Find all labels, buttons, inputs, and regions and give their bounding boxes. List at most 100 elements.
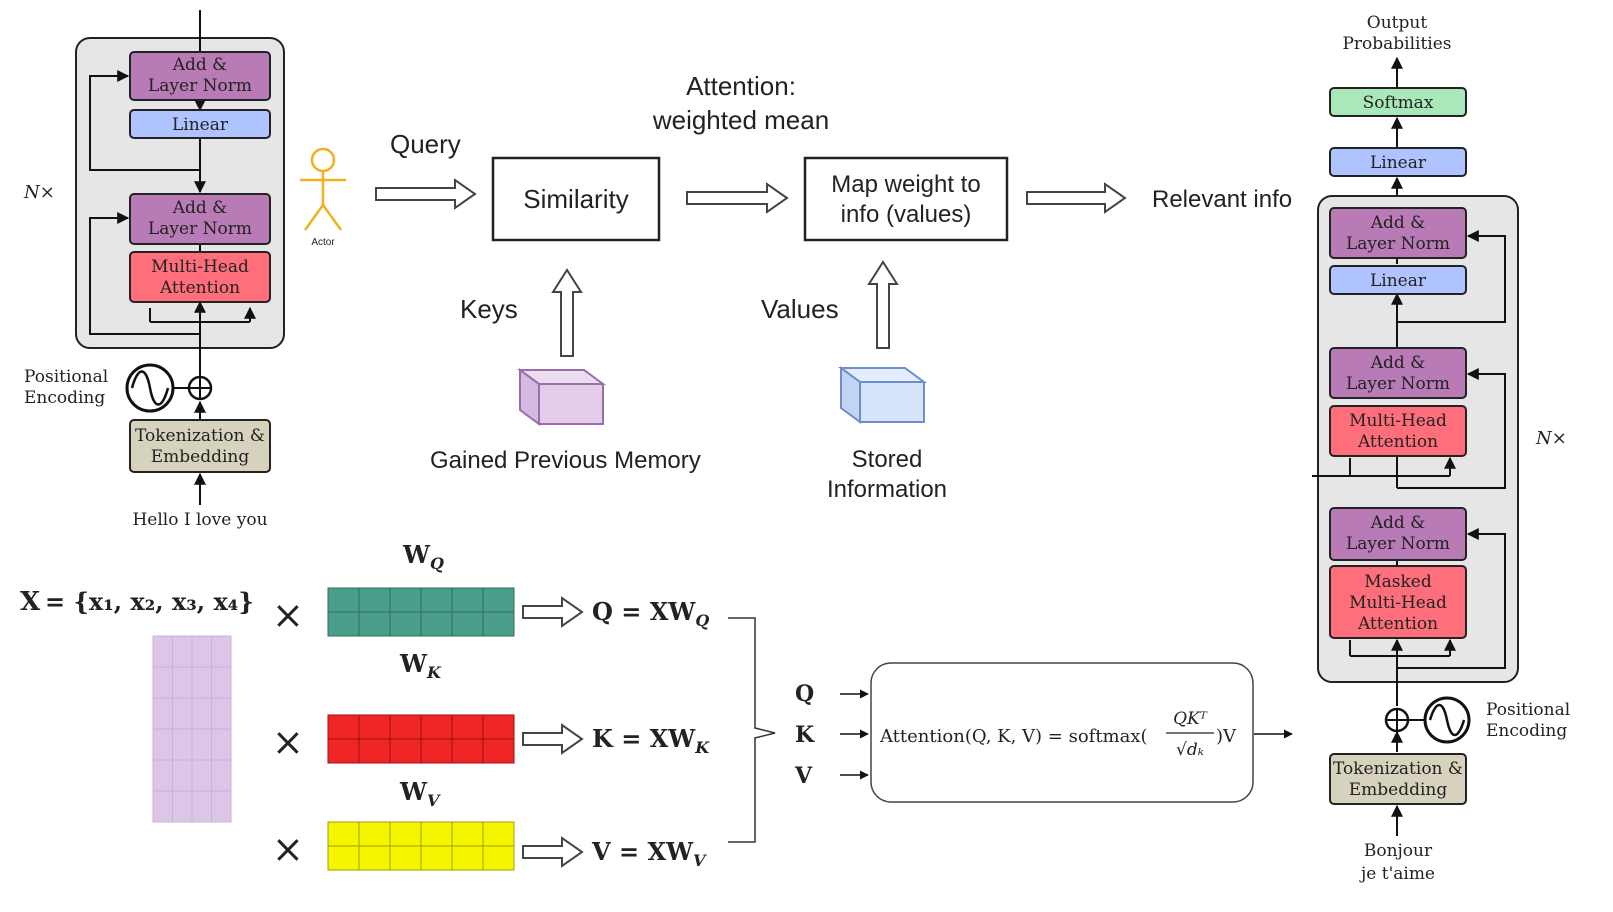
- x-matrix-cell: [152, 759, 173, 792]
- x-matrix-cell: [191, 635, 212, 668]
- decoder-add-norm-3: [1329, 507, 1467, 561]
- attention-concept: Actor Query Similarity Attention:weighte…: [300, 71, 1292, 503]
- memory-label: Gained Previous Memory: [430, 447, 701, 474]
- relevant-info-label: Relevant info: [1152, 186, 1292, 213]
- wq-matrix-cell: [482, 611, 515, 637]
- x-matrix-cell: [152, 666, 173, 699]
- x-matrix-cell: [211, 759, 232, 792]
- wk-matrix-cell: [451, 714, 484, 740]
- x-matrix-cell: [211, 728, 232, 761]
- wq-matrix-cell: [451, 587, 484, 613]
- times-k: ×: [272, 720, 304, 764]
- v-equation: V = XWV: [591, 837, 707, 870]
- wv-matrix-cell: [327, 821, 360, 847]
- x-matrix-cell: [211, 635, 232, 668]
- k-arrow-icon: [522, 723, 584, 755]
- wq-label: WQ: [402, 540, 444, 573]
- query-arrow-icon: [375, 178, 477, 210]
- wq-matrix-cell: [327, 587, 360, 613]
- decoder-linear-inner: [1329, 265, 1467, 295]
- wk-matrix-cell: [327, 714, 360, 740]
- decoder-softmax-label: Softmax: [1363, 93, 1434, 113]
- decoder-add-norm-2-label: Add &Layer Norm: [1346, 353, 1450, 394]
- wv-matrix-cell: [327, 845, 360, 871]
- decoder-embedding-label: Tokenization &Embedding: [1333, 759, 1463, 800]
- encoder-add-norm-bottom: [129, 193, 271, 245]
- wv-matrix-cell: [358, 821, 391, 847]
- decoder-embedding: [1329, 753, 1467, 805]
- wv-matrix-cell: [389, 845, 422, 871]
- x-matrix-cell: [152, 635, 173, 668]
- q-arrow-icon: [522, 596, 584, 628]
- wk-label: WK: [399, 649, 442, 682]
- map-weight-box: [803, 156, 1009, 242]
- attention-formula-box: [870, 662, 1254, 803]
- similarity-label: Similarity: [523, 184, 628, 214]
- x-matrix-cell: [211, 790, 232, 823]
- x-matrix-cell: [191, 790, 212, 823]
- decoder-linear-top: [1329, 147, 1467, 177]
- keys-arrow-icon: [551, 268, 583, 357]
- wk-matrix-cell: [451, 738, 484, 764]
- qkv-bracket: [728, 617, 776, 843]
- x-matrix-cell: [172, 728, 193, 761]
- encoder-linear-label: Linear: [172, 115, 229, 135]
- decoder-add-norm-2: [1329, 347, 1467, 399]
- x-lhs: X: [20, 587, 41, 617]
- encoder-nx-label: N×: [23, 182, 55, 203]
- values-label: Values: [761, 294, 839, 324]
- stored-cube-icon: [837, 366, 928, 424]
- wk-matrix-cell: [358, 714, 391, 740]
- wq-matrix: [327, 587, 515, 637]
- wk-matrix-cell: [358, 738, 391, 764]
- wv-matrix-cell: [451, 845, 484, 871]
- wq-matrix-cell: [482, 587, 515, 613]
- x-matrix-cell: [172, 635, 193, 668]
- wk-matrix-cell: [389, 714, 422, 740]
- x-matrix-cell: [152, 728, 173, 761]
- wq-matrix-cell: [358, 611, 391, 637]
- wv-matrix-cell: [358, 845, 391, 871]
- x-matrix-cell: [211, 666, 232, 699]
- x-matrix-cell: [172, 666, 193, 699]
- decoder-nx-label: N×: [1535, 428, 1567, 449]
- encoder: Add &Layer Norm Linear Add &Layer Norm M…: [23, 10, 285, 530]
- decoder-softmax: [1329, 87, 1467, 117]
- decoder-linear-inner-label: Linear: [1370, 271, 1427, 291]
- wk-matrix-cell: [420, 738, 453, 764]
- times-q: ×: [272, 593, 304, 637]
- decoder-linear-top-label: Linear: [1370, 153, 1427, 173]
- x-matrix-cell: [172, 697, 193, 730]
- x-matrix: [152, 635, 232, 823]
- decoder-add-norm-1-label: Add &Layer Norm: [1346, 213, 1450, 254]
- wq-matrix-cell: [389, 587, 422, 613]
- x-matrix-cell: [211, 697, 232, 730]
- wv-matrix-cell: [482, 845, 515, 871]
- wq-matrix-cell: [451, 611, 484, 637]
- encoder-embedding: [129, 419, 271, 473]
- formula-denominator: √dₖ: [1176, 740, 1204, 760]
- wv-matrix-cell: [420, 821, 453, 847]
- formula-right: )V: [1216, 726, 1237, 747]
- qkv-math: X = {x₁, x₂, x₃, x₄} × × × WQ WK WV Q = …: [20, 540, 1293, 871]
- wq-matrix-cell: [420, 587, 453, 613]
- wk-matrix-cell: [482, 714, 515, 740]
- wk-matrix-cell: [389, 738, 422, 764]
- x-rhs: = {x₁, x₂, x₃, x₄}: [45, 587, 254, 616]
- q-equation: Q = XWQ: [592, 597, 709, 630]
- decoder-add-norm-1: [1329, 207, 1467, 259]
- wk-matrix-cell: [420, 714, 453, 740]
- memory-cube-icon: [516, 368, 607, 426]
- encoder-input-label: Hello I love you: [132, 510, 267, 530]
- wq-matrix-cell: [358, 587, 391, 613]
- x-matrix-cell: [172, 759, 193, 792]
